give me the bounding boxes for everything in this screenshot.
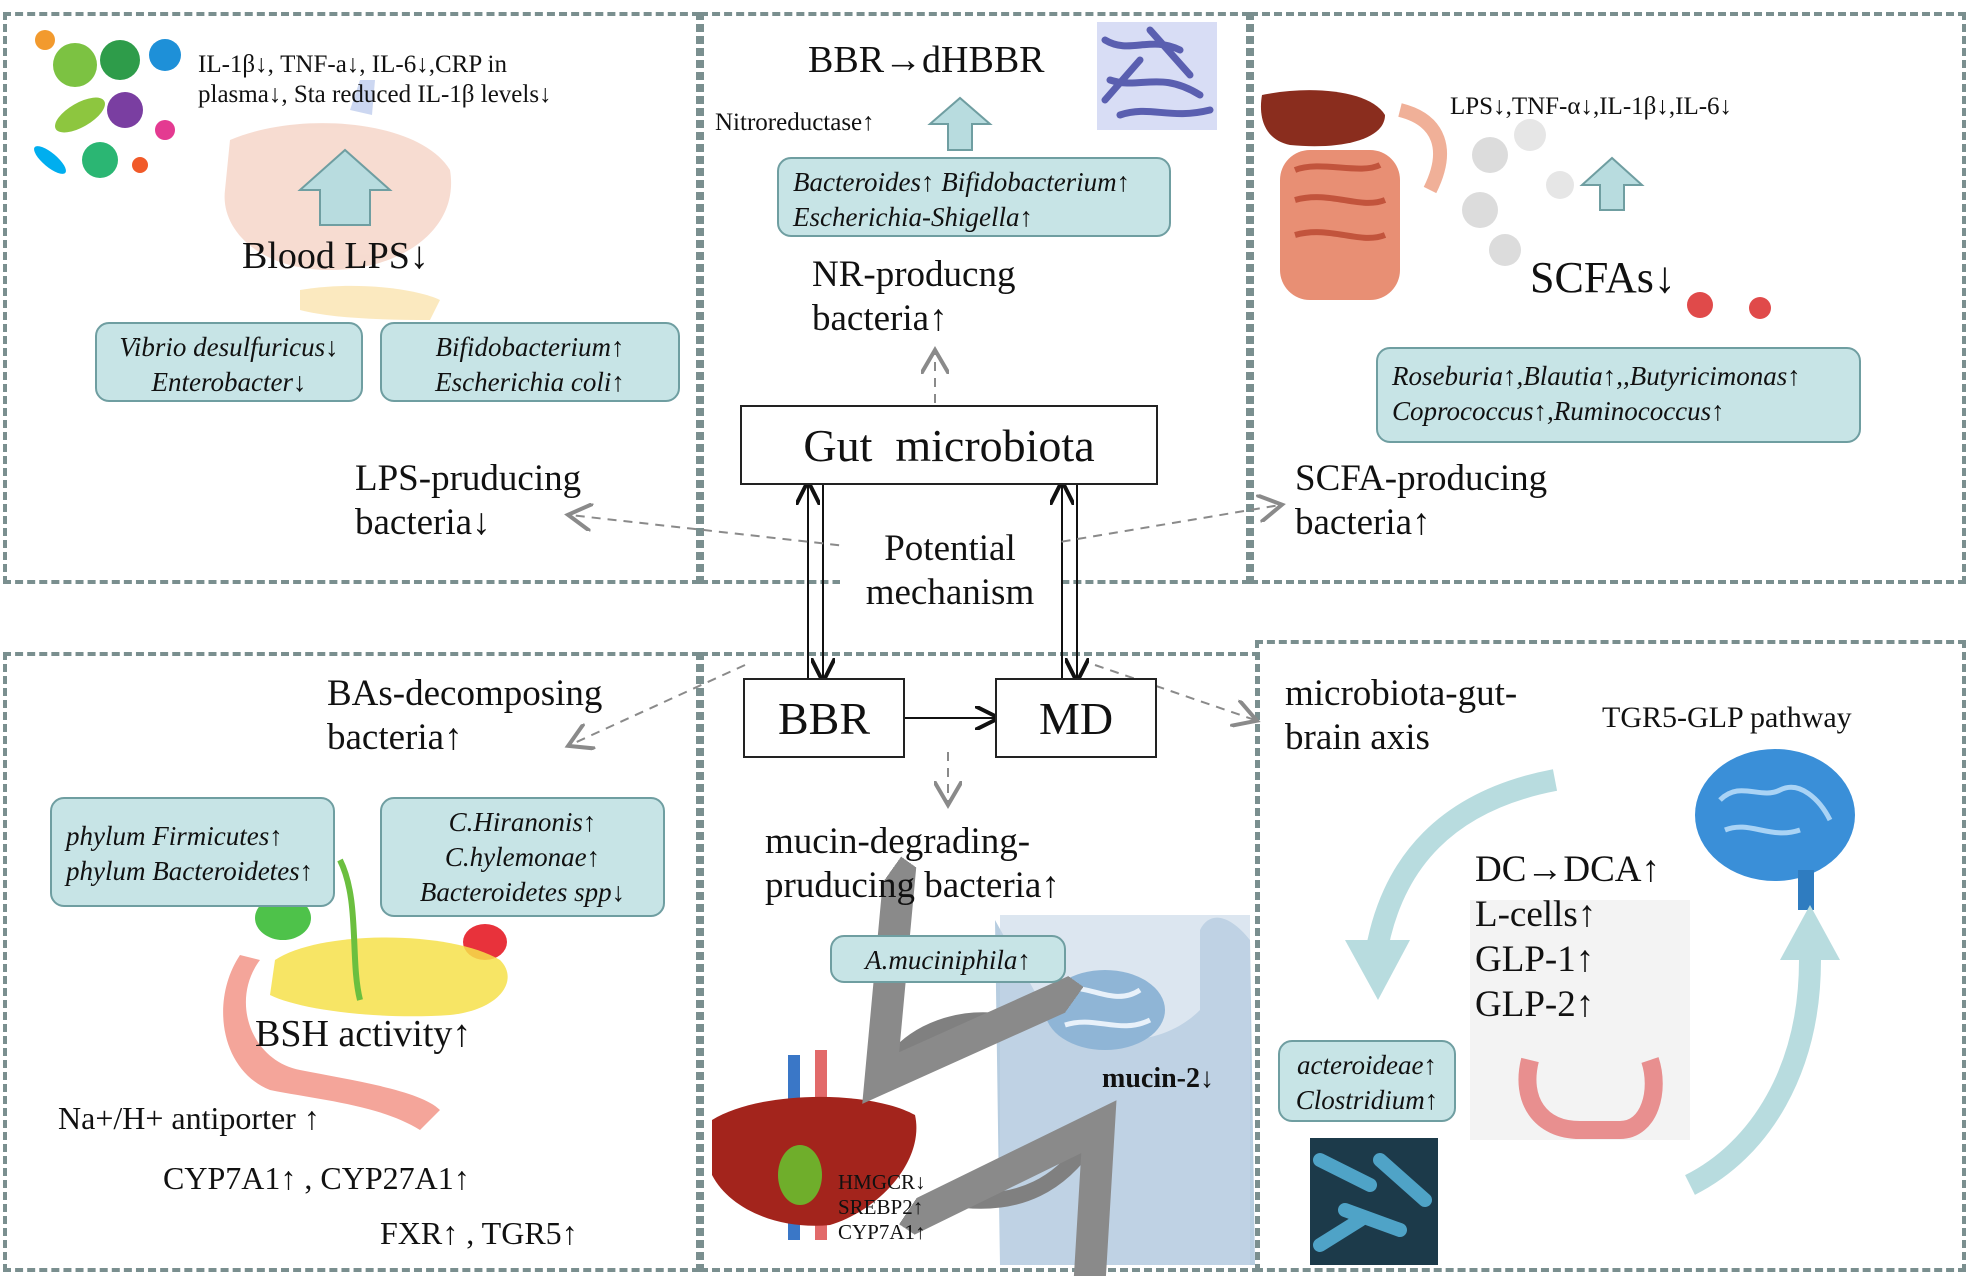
curved-arrow-icon (1364, 769, 1558, 962)
up-arrow-icon (1579, 156, 1645, 211)
bsh-activity-label: BSH activity↑ (255, 1013, 472, 1055)
gene-list: HMGCR↓ SREBP2↑ CYP7A1↑ (838, 1170, 926, 1245)
bbr-box: BBR (743, 678, 905, 758)
bacteria-box-nr: Bacteroides↑ Bifidobacterium↑ Escherichi… (777, 157, 1171, 237)
mucin2-label: mucin-2↓ (1102, 1063, 1214, 1094)
torso-colon-illustration (1470, 900, 1690, 1140)
scfa-molecule-illustration (1462, 119, 1771, 319)
scfa-cytokine-text: LPS↓,TNF-α↓,IL-1β↓,IL-6↓ (1450, 93, 1733, 120)
blood-lps-label: Blood LPS↓ (242, 235, 429, 277)
bacteria-box-ba-right: C.Hiranonis↑ C.hylemonae↑ Bacteroidetes … (380, 797, 665, 917)
tgr5-pathway-label: TGR5-GLP pathway (1602, 701, 1852, 734)
panel-brain (1255, 640, 1966, 1272)
bacteria-box-mucin: A.muciniphila↑ (830, 935, 1066, 983)
glp-markers-list: DC→DCA↑ L-cells↑ GLP-1↑ GLP-2↑ (1475, 849, 1661, 1026)
antiporter-label: Na+/H+ antiporter ↑ (58, 1100, 320, 1136)
up-arrow-icon (927, 96, 993, 151)
fxr-label: FXR↑ , TGR5↑ (380, 1215, 578, 1251)
bbr-conversion-label: BBR→dHBBR (808, 39, 1045, 81)
bacteria-box-lps-right: Bifidobacterium↑ Escherichia coli↑ (380, 322, 680, 402)
curved-arrow-icon (1684, 959, 1821, 1195)
nr-heading: NR-producng bacteria↑ (812, 254, 1016, 339)
scfas-label: SCFAs↓ (1530, 253, 1676, 302)
digestive-system-illustration (1260, 90, 1447, 300)
nitroreductase-label: Nitroreductase↑ (715, 109, 875, 136)
bacteria-box-brain: acteroideae↑ Clostridium↑ (1278, 1040, 1456, 1122)
gut-brain-heading: microbiota-gut- brain axis (1285, 673, 1518, 758)
bacteria-box-scfa: Roseburia↑,Blautia↑,,Butyricimonas↑ Copr… (1376, 347, 1861, 443)
liver-illustration (712, 1050, 917, 1240)
ba-heading: BAs-decomposing bacteria↑ (327, 673, 603, 758)
panel-scfa (1250, 12, 1966, 584)
up-arrow-icon (297, 148, 393, 226)
bacteria-box-lps-left: Vibrio desulfuricus↓ Enterobacter↓ (95, 322, 363, 402)
panel-lps (3, 12, 700, 584)
cyp-label: CYP7A1↑ , CYP27A1↑ (163, 1160, 470, 1196)
panel-ba (3, 652, 700, 1272)
microbes-illustration (34, 30, 181, 178)
curved-arrow-icon (965, 1140, 1090, 1201)
cytokine-text: IL-1β↓, TNF-a↓, IL-6↓,CRP in plasma↓, St… (198, 51, 552, 108)
bacteria-box-ba-left: phylum Firmicutes↑ phylum Bacteroidetes↑ (50, 797, 335, 907)
bacteria-image (1097, 22, 1217, 130)
bacteria-image (1310, 1138, 1438, 1265)
potential-mechanism-label: Potential mechanism (840, 527, 1060, 615)
pancreas-illustration (223, 858, 508, 1130)
scfa-heading: SCFA-producing bacteria↑ (1295, 458, 1548, 543)
lps-heading: LPS-pruducing bacteria↓ (355, 458, 582, 543)
mucin-heading: mucin-degrading- pruducing bacteria↑ (765, 821, 1060, 906)
gut-microbiota-box: Gut microbiota (740, 405, 1158, 485)
md-box: MD (995, 678, 1157, 758)
brain-illustration (1695, 749, 1855, 910)
curved-arrow-icon (890, 1020, 1005, 1065)
